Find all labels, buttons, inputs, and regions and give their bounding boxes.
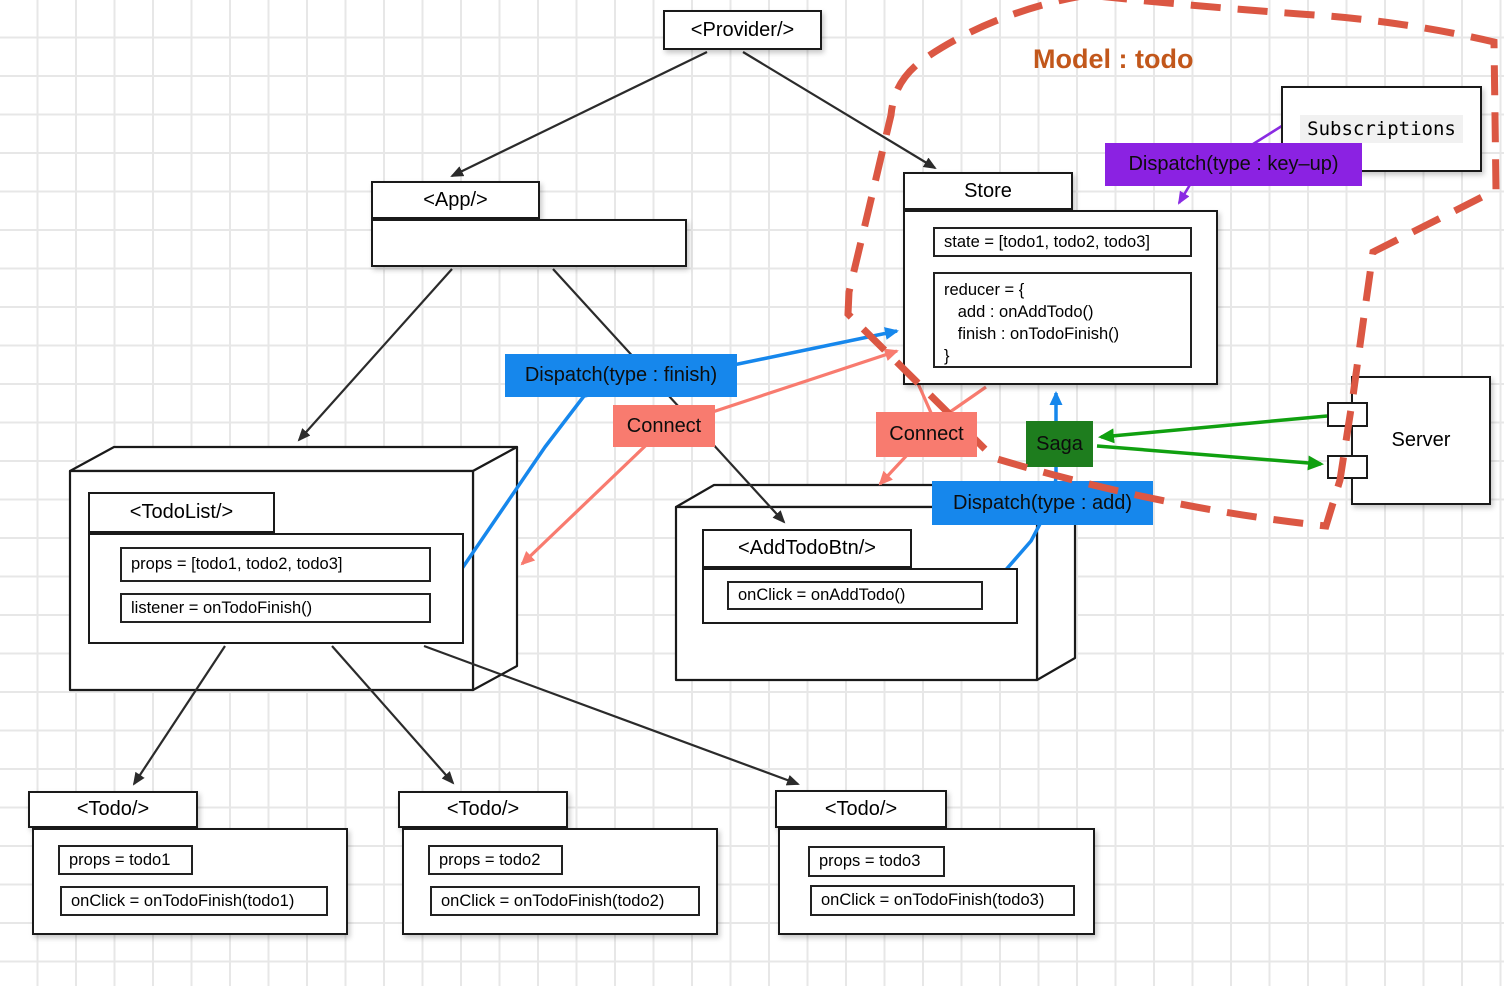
model-region-title: Model : todo bbox=[1033, 44, 1194, 74]
todo3-title-tab: <Todo/> bbox=[775, 790, 947, 828]
arrow-dispatch-finish bbox=[431, 327, 899, 612]
arrow-app-to-todolist bbox=[297, 268, 453, 442]
arrow-server-to-saga bbox=[1098, 414, 1328, 444]
store-state-field: state = [todo1, todo2, todo3] bbox=[933, 227, 1192, 257]
connect-left-label: Connect bbox=[613, 405, 715, 447]
component-tree-arrows bbox=[132, 51, 937, 786]
arrow-todolist-to-todo3 bbox=[423, 644, 800, 786]
app-node: <App/> bbox=[371, 181, 540, 219]
todo3-props-field: props = todo3 bbox=[808, 846, 945, 877]
provider-title: <Provider/> bbox=[690, 18, 795, 41]
addtodobtn-onclick-field: onClick = onAddTodo() bbox=[727, 581, 983, 610]
app-body bbox=[371, 219, 687, 267]
todolist-props-field: props = [todo1, todo2, todo3] bbox=[120, 547, 431, 582]
todo2-title-tab: <Todo/> bbox=[398, 791, 568, 828]
server-port-top bbox=[1327, 402, 1368, 427]
dispatch-finish-label: Dispatch(type : finish) bbox=[505, 354, 737, 397]
server-port-bottom bbox=[1327, 455, 1368, 479]
arrow-todolist-to-todo1 bbox=[132, 645, 226, 786]
arrow-provider-to-store bbox=[742, 51, 937, 170]
todo1-onclick-field: onClick = onTodoFinish(todo1) bbox=[60, 886, 328, 916]
connect-store-branch bbox=[949, 385, 987, 414]
todolist-title-tab: <TodoList/> bbox=[88, 492, 275, 533]
server-title: Server bbox=[1391, 429, 1451, 451]
todolist-title: <TodoList/> bbox=[129, 501, 234, 523]
server-node: Server bbox=[1351, 376, 1491, 505]
app-title: <App/> bbox=[423, 188, 488, 211]
arrow-saga-to-server bbox=[1096, 444, 1324, 471]
todo1-title: <Todo/> bbox=[76, 798, 150, 820]
arrow-provider-to-app bbox=[450, 51, 708, 177]
dispatch-keyup-label: Dispatch(type : key–up) bbox=[1105, 143, 1362, 186]
todo2-onclick-field: onClick = onTodoFinish(todo2) bbox=[430, 886, 700, 916]
todo1-props-field: props = todo1 bbox=[58, 845, 193, 875]
todo2-title: <Todo/> bbox=[446, 798, 520, 820]
todo2-props-field: props = todo2 bbox=[428, 845, 563, 875]
arrow-todolist-to-todo2 bbox=[331, 645, 455, 785]
store-title: Store bbox=[964, 179, 1012, 202]
store-reducer-field: reducer = { add : onAddTodo() finish : o… bbox=[933, 272, 1192, 368]
todo1-title-tab: <Todo/> bbox=[28, 791, 198, 828]
provider-node: <Provider/> bbox=[663, 10, 822, 50]
addtodobtn-title: <AddTodoBtn/> bbox=[738, 537, 876, 559]
connect-right-label: Connect bbox=[876, 412, 977, 457]
todo3-onclick-field: onClick = onTodoFinish(todo3) bbox=[810, 885, 1075, 916]
dispatch-add-label: Dispatch(type : add) bbox=[932, 481, 1153, 525]
todo3-title: <Todo/> bbox=[824, 797, 898, 820]
todolist-top-face bbox=[68, 445, 519, 473]
addtodobtn-title-tab: <AddTodoBtn/> bbox=[702, 529, 912, 568]
todolist-listener-field: listener = onTodoFinish() bbox=[120, 593, 431, 623]
subscriptions-title: Subscriptions bbox=[1300, 115, 1463, 143]
store-node: Store bbox=[903, 172, 1073, 210]
arrow-connect-to-todolist bbox=[520, 426, 666, 566]
todo3-body bbox=[778, 828, 1095, 935]
saga-server-arrows bbox=[1096, 414, 1328, 471]
saga-node: Saga bbox=[1026, 421, 1093, 467]
todolist-right-face bbox=[471, 445, 519, 692]
